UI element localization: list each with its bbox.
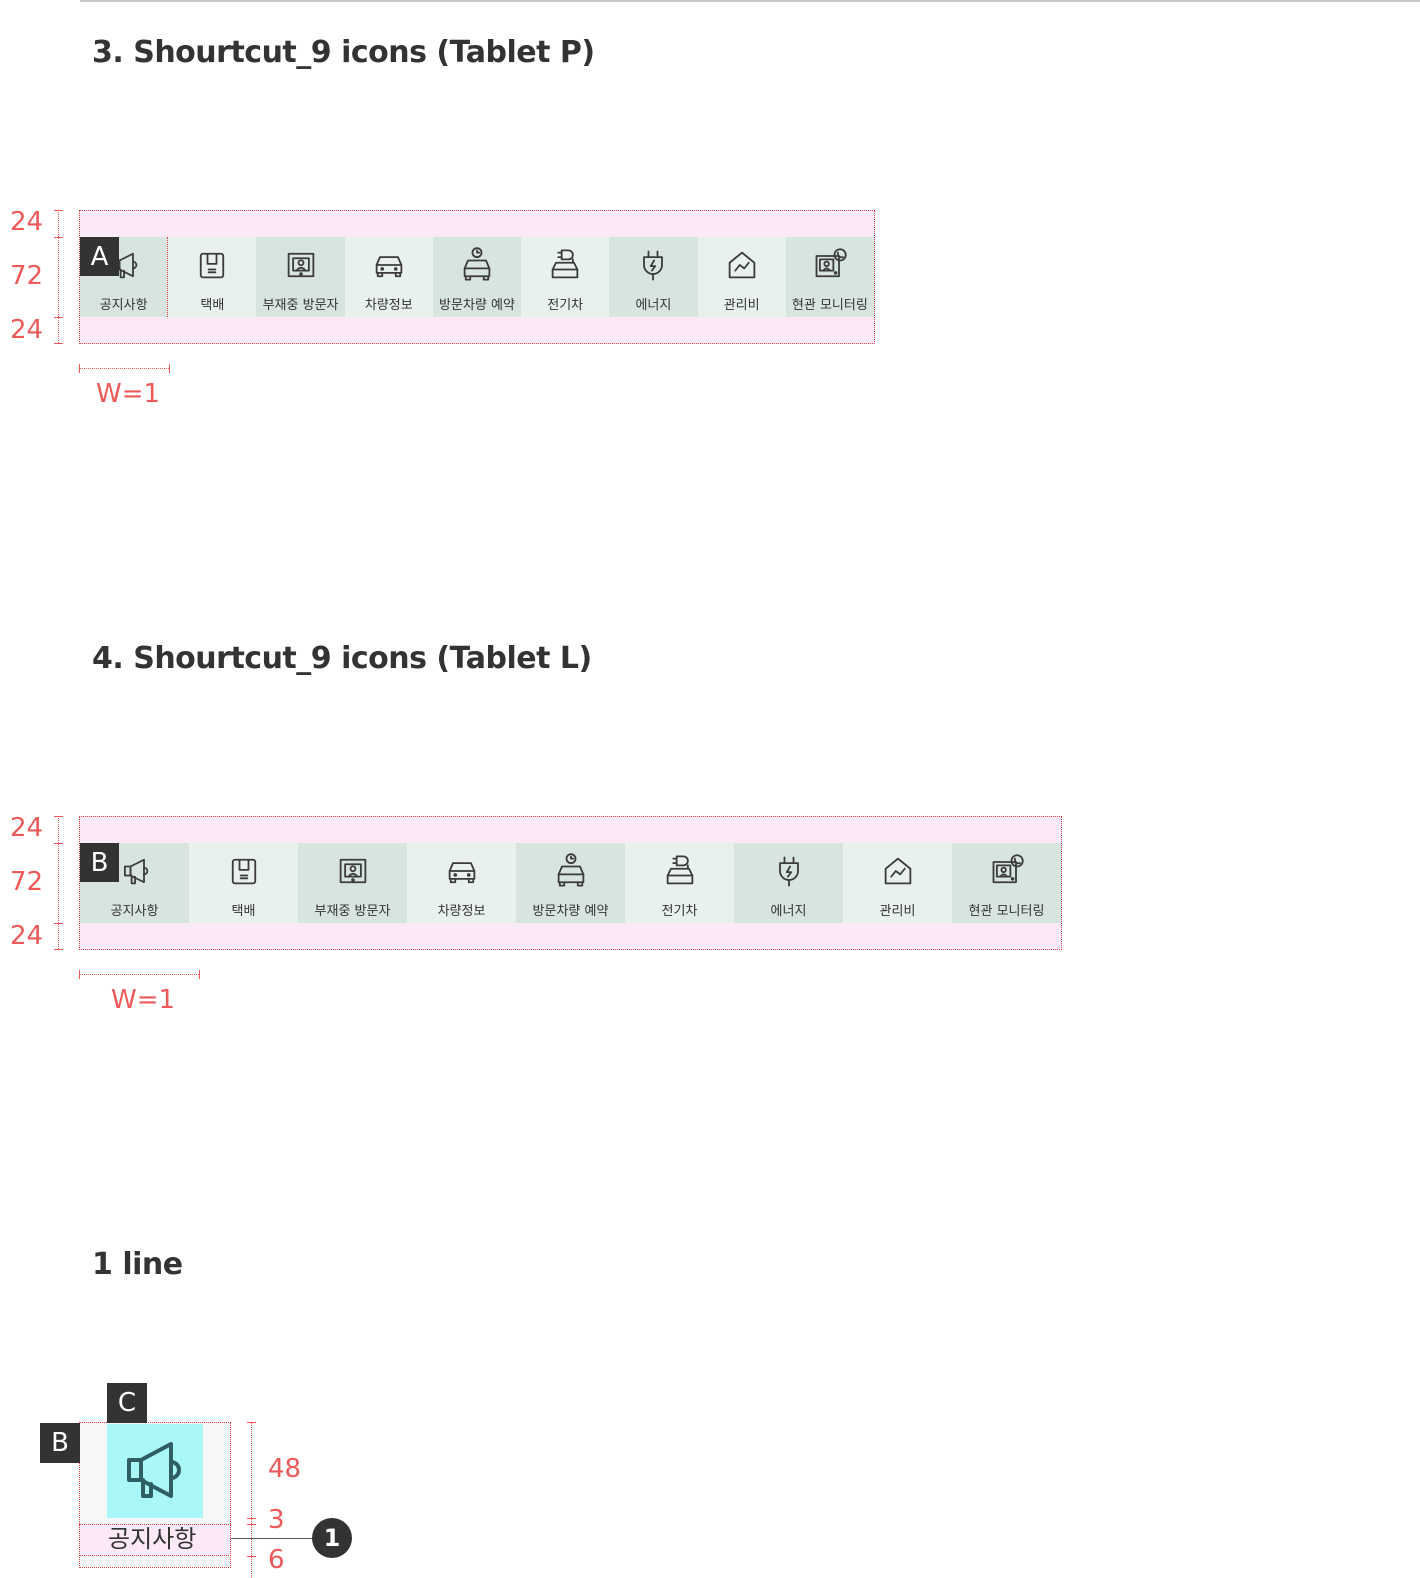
shortcut-5[interactable]: 방문차량 예약 [432,237,522,317]
shortcut-label: 방문차량 예약 [532,904,609,919]
shortcut-4[interactable]: 차량정보 [407,843,516,923]
visitor-photo-icon [287,252,314,278]
section-title-tablet-l: 4. Shourtcut_9 icons (Tablet L) [92,641,592,676]
top-divider [80,0,1420,2]
badge-b: B [80,843,119,882]
shortcut-label: 공지사항 [110,904,159,919]
dim-gap: 3 [268,1505,285,1535]
car-reservation-icon [557,853,584,887]
electric-car-icon [666,855,693,885]
dim-cap [54,343,63,344]
car-icon [448,862,475,884]
width-guide [79,974,199,975]
width-cap [199,970,200,979]
shortcut-9[interactable]: 현관 모니터링 [785,237,874,317]
shortcut-4[interactable]: 차량정보 [344,237,433,317]
dim-icon-area: 48 [268,1454,302,1484]
megaphone-icon [127,1442,181,1498]
car-icon [375,256,403,278]
shortcut-6[interactable]: 전기차 [521,237,610,317]
detail-label: 공지사항 [108,1525,197,1553]
visitor-photo-icon [339,858,366,884]
shortcut-8[interactable]: 관리비 [843,843,952,923]
dim-guide-vertical [58,210,59,343]
shortcut-2[interactable]: 택배 [189,843,298,923]
dim-cap [247,1524,256,1525]
shortcut-label: 방문차량 예약 [439,298,515,313]
detail-label-band [79,1524,231,1556]
dim-cap [247,1422,256,1423]
shortcut-label: 택배 [200,298,225,313]
shortcut-label: 차량정보 [364,298,413,313]
shortcut-6[interactable]: 전기차 [625,843,734,923]
dim-cap [54,843,63,844]
section-title-tablet-p: 3. Shourtcut_9 icons (Tablet P) [92,35,595,70]
dim-row-height: 72 [10,261,44,291]
house-chart-icon [728,251,755,279]
dim-cap [54,816,63,817]
shortcut-label: 관리비 [723,298,760,313]
shortcut-label: 부재중 방문자 [314,904,391,919]
shortcut-8[interactable]: 관리비 [697,237,786,317]
width-label-tablet-p: W=1 [96,379,161,409]
car-reservation-icon [463,247,491,281]
width-label-tablet-l: W=1 [111,985,176,1015]
callout-line [231,1538,313,1539]
megaphone-icon [123,858,148,885]
detail-dim-guide [251,1422,252,1578]
dim-top-padding: 24 [10,813,44,843]
shortcut-9[interactable]: 현관 모니터링 [952,843,1061,923]
detail-icon-area [107,1424,203,1518]
shortcut-label: 전기차 [547,298,584,313]
dim-cap [54,923,63,924]
callout-marker-1: 1 [312,1518,352,1558]
shortcut-label: 택배 [231,904,256,919]
shortcut-row-tablet-p: 공지사항 택배 부재중 방문자 차량정보 방문차량 예약 전기차 에너지 관리비 현관 모니터링 [80,237,874,317]
section-title-one-line: 1 line [92,1247,183,1282]
dim-cap [54,317,63,318]
shortcut-label: 공지사항 [99,298,148,313]
shortcut-7[interactable]: 에너지 [609,237,698,317]
parcel-icon [231,858,256,885]
shortcut-label: 관리비 [879,904,916,919]
shortcut-label: 차량정보 [437,904,486,919]
badge-c: C [107,1383,147,1423]
plug-icon [778,856,799,887]
shortcut-7[interactable]: 에너지 [734,843,843,923]
dim-bottom-padding: 24 [10,921,44,951]
badge-a: A [80,237,119,276]
shortcut-5[interactable]: 방문차량 예약 [516,843,625,923]
door-monitor-icon [992,854,1024,884]
shortcut-3[interactable]: 부재중 방문자 [256,237,345,317]
dim-cap [247,1518,256,1519]
shortcut-label: 부재중 방문자 [262,298,339,313]
dim-row-height: 72 [10,867,44,897]
shortcut-label: 현관 모니터링 [968,904,1045,919]
width-guide [79,368,169,369]
dim-bottom-padding: 24 [10,315,44,345]
dim-top-padding: 24 [10,207,44,237]
dim-cap [54,949,63,950]
shortcut-2[interactable]: 택배 [168,237,257,317]
house-chart-icon [884,857,911,885]
plug-icon [643,250,664,281]
electric-car-icon [551,249,579,279]
dim-guide-vertical [58,816,59,949]
width-cap [169,364,170,373]
shortcut-label: 에너지 [770,904,807,919]
shortcut-label: 에너지 [635,298,672,313]
badge-b-detail: B [40,1423,80,1463]
shortcut-label: 전기차 [661,904,698,919]
shortcut-3[interactable]: 부재중 방문자 [298,843,407,923]
parcel-icon [200,252,225,279]
dim-cap [54,237,63,238]
dim-cap [54,210,63,211]
dim-label-bottom: 6 [268,1545,285,1575]
shortcut-label: 현관 모니터링 [791,298,868,313]
door-monitor-icon [815,248,847,278]
dim-cap [247,1556,256,1557]
shortcut-row-tablet-l: 공지사항 택배 부재중 방문자 차량정보 방문차량 예약 전기차 에너지 관리비 현관 모니터링 [80,843,1061,923]
